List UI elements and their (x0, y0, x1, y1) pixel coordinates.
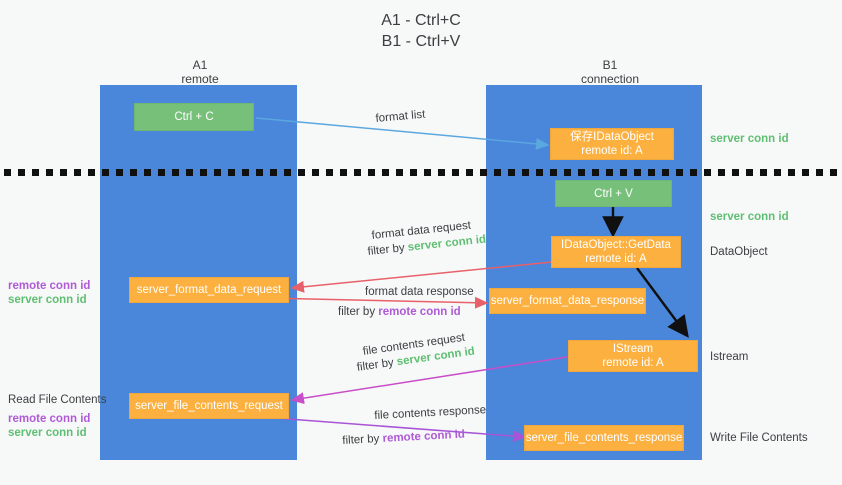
caption-file-contents-response-filter: filter by remote conn id (342, 428, 465, 449)
box-istream[interactable]: IStream remote id: A (568, 340, 698, 372)
label-dataobject: DataObject (710, 246, 768, 258)
caption-format-data-response: format data response (365, 286, 474, 298)
label-server-conn-id-left-bottom: server conn id (8, 427, 87, 439)
box-server-format-data-request[interactable]: server_format_data_request (129, 277, 289, 303)
box-server-file-contents-response[interactable]: server_file_contents_response (524, 425, 684, 451)
label-remote-conn-id-mid: remote conn id (8, 280, 91, 292)
box-server-format-data-response[interactable]: server_format_data_response (489, 288, 646, 314)
caption-file-contents-response: file contents response (374, 404, 487, 422)
box-ctrl-c[interactable]: Ctrl + C (134, 103, 254, 131)
caption-filter-prefix-4: filter by (342, 432, 383, 447)
box-idataobject-getdata[interactable]: IDataObject::GetData remote id: A (551, 236, 681, 268)
caption-filter-key-2: remote conn id (378, 306, 461, 318)
box-save-idataobject[interactable]: 保存IDataObject remote id: A (550, 128, 674, 160)
column-header-b1: B1 connection (580, 58, 640, 86)
label-server-conn-id-top: server conn id (710, 133, 789, 145)
column-header-a1: A1 remote (181, 58, 219, 86)
label-remote-conn-id-bottom: remote conn id (8, 413, 91, 425)
label-read-file-contents: Read File Contents (8, 394, 107, 406)
caption-format-data-response-filter: filter by remote conn id (338, 305, 461, 320)
label-istream: Istream (710, 351, 749, 363)
page-title: A1 - Ctrl+C B1 - Ctrl+V (381, 12, 461, 50)
label-server-conn-id-mid: server conn id (710, 211, 789, 223)
box-ctrl-v[interactable]: Ctrl + V (555, 180, 672, 207)
caption-filter-prefix-1: filter by (367, 241, 409, 258)
caption-filter-prefix-3: filter by (356, 356, 398, 374)
label-server-conn-id-left-mid: server conn id (8, 294, 87, 306)
label-write-file-contents: Write File Contents (710, 432, 808, 444)
box-server-file-contents-request[interactable]: server_file_contents_request (129, 393, 289, 419)
caption-format-list: format list (375, 108, 426, 125)
caption-filter-key-4: remote conn id (382, 428, 466, 445)
caption-filter-prefix-2: filter by (338, 306, 379, 318)
